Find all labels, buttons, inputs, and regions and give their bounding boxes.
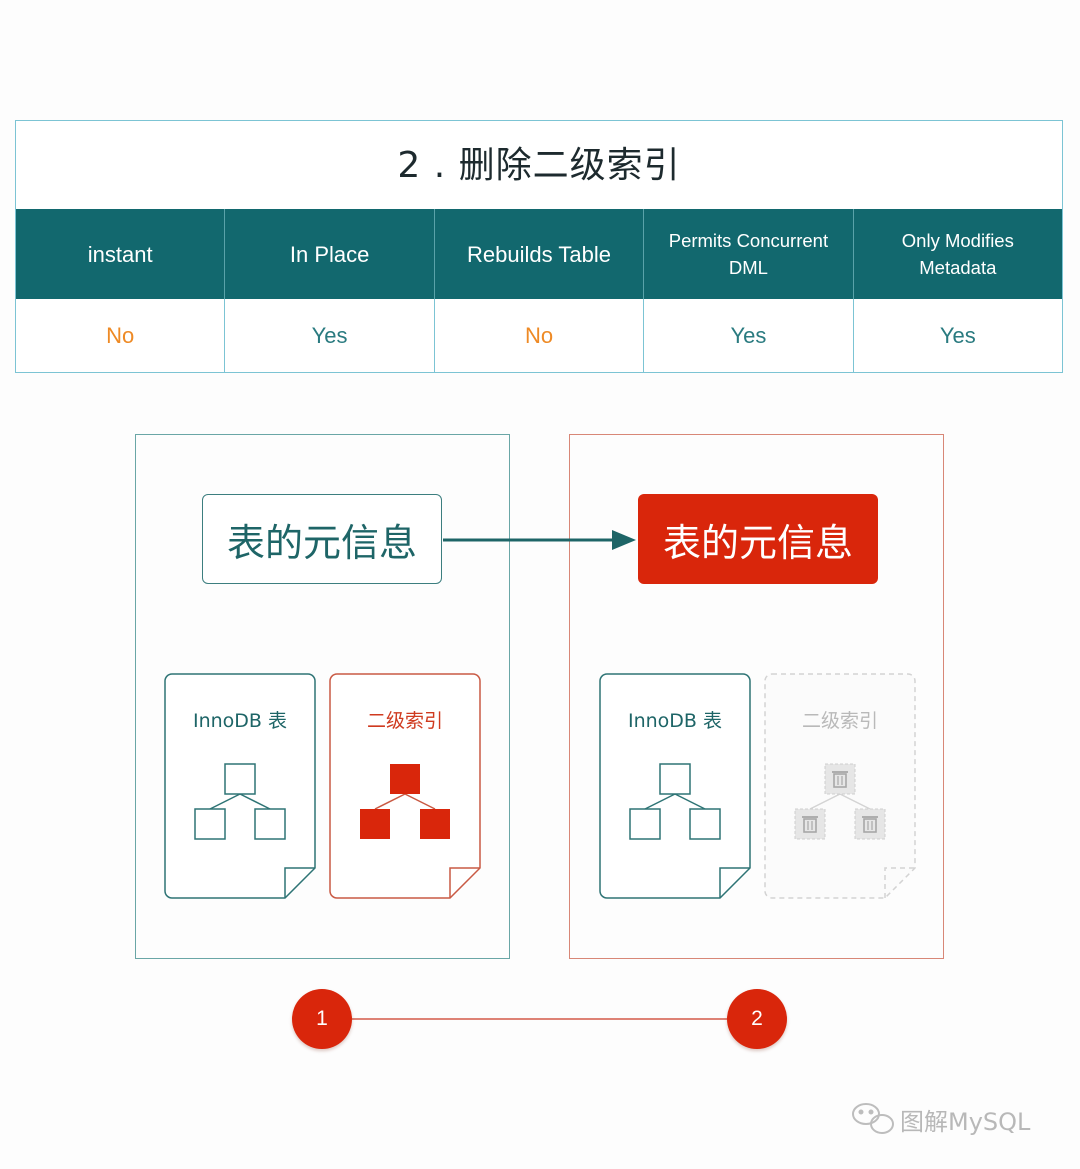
arrow-right-icon <box>443 530 636 550</box>
header-rebuilds-table: Rebuilds Table <box>433 209 643 299</box>
tree-icon <box>194 763 286 840</box>
tree-icon <box>360 764 450 839</box>
innodb-table-label: InnoDB 表 <box>627 710 723 732</box>
header-in-place: In Place <box>224 209 433 299</box>
table-header-row: instant In Place Rebuilds Table Permits … <box>16 209 1062 299</box>
header-instant: instant <box>87 241 153 267</box>
header-only-modifies-metadata: Only Modifies Metadata <box>852 209 1062 299</box>
before-panel <box>135 434 510 959</box>
cell-instant: No <box>106 322 135 348</box>
cell-only-modifies-metadata: Yes <box>852 299 1062 372</box>
cell-rebuilds-table: No <box>433 299 643 372</box>
trash-icon <box>794 808 826 840</box>
watermark: 图解MySQL <box>854 1101 1030 1137</box>
cell-permits-concurrent-dml: Yes <box>643 299 852 372</box>
header-permits-concurrent-dml: Permits Concurrent DML <box>643 209 852 299</box>
table-row: No Yes No Yes Yes <box>16 299 1062 372</box>
wechat-icon <box>852 1103 894 1134</box>
metadata-box-after: 表的元信息 <box>638 494 878 584</box>
secondary-index-label: 二级索引 <box>366 710 443 732</box>
deleted-index-label: 二级索引 <box>801 710 878 732</box>
trash-icon <box>854 808 886 840</box>
trash-icon <box>824 763 856 795</box>
trash-tree <box>794 763 886 840</box>
metadata-box-before: 表的元信息 <box>202 494 442 584</box>
step-2-badge: 2 <box>727 989 787 1049</box>
innodb-table-label: InnoDB 表 <box>192 710 288 732</box>
cell-in-place: Yes <box>224 299 433 372</box>
table-title: 2 . 删除二级索引 <box>397 145 681 186</box>
after-panel <box>569 434 944 959</box>
watermark-text: 图解MySQL <box>900 1107 1031 1136</box>
operation-table: 2 . 删除二级索引 instant In Place Rebuilds Tab… <box>15 120 1063 373</box>
step-1-badge: 1 <box>292 989 352 1049</box>
tree-icon <box>629 763 721 840</box>
